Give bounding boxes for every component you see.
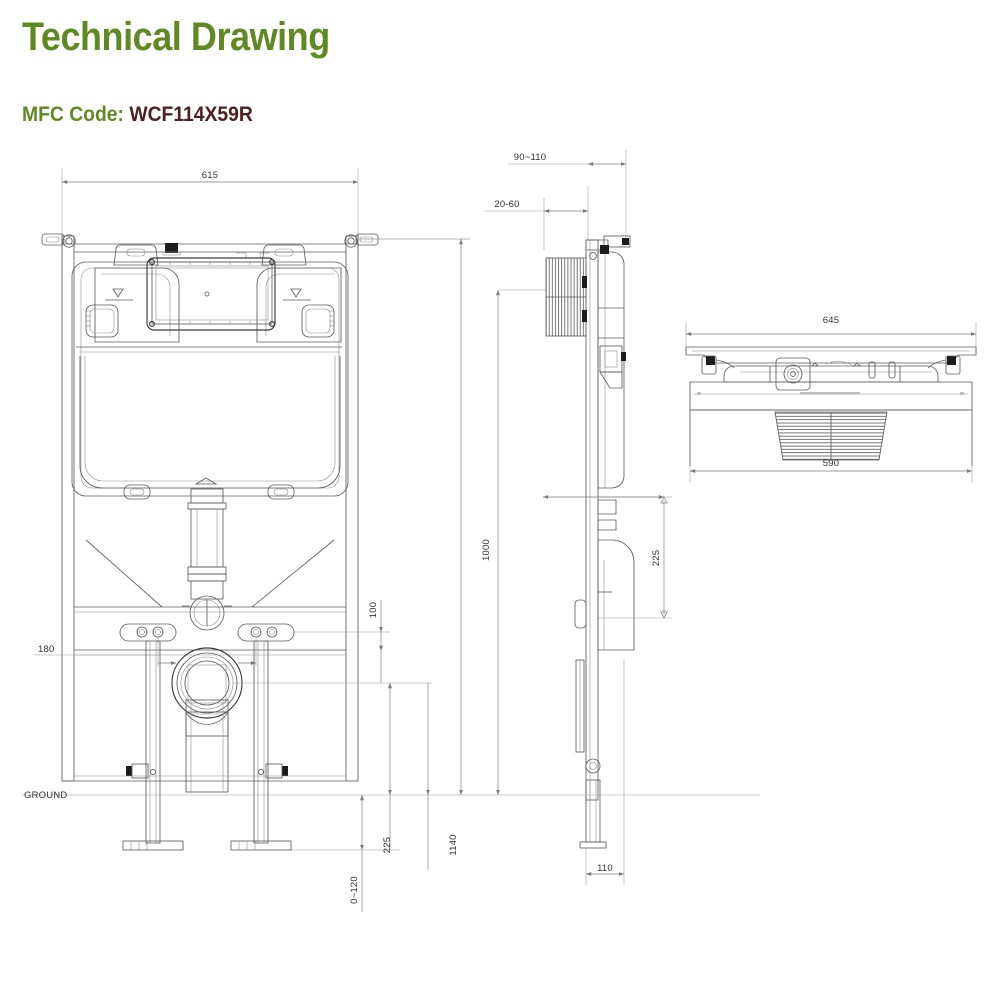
- waste-outlet: [171, 647, 243, 737]
- side-elevation-view: [484, 150, 672, 885]
- side-pad-left: [85, 304, 119, 338]
- cistern-top-bracket-right: [261, 244, 307, 266]
- dim-label-0-120: 0~120: [349, 876, 360, 904]
- cistern-base-foot-left: [123, 484, 151, 500]
- dimension-labels: 615 90~110 20-60 645 590 180 110 GROUND …: [24, 152, 839, 904]
- dim-label-180: 180: [38, 644, 54, 655]
- top-plan-view: [685, 322, 977, 482]
- flush-plate-opening: [146, 257, 276, 331]
- dim-label-615: 615: [202, 170, 218, 181]
- mfc-code-value: WCF114X59R: [129, 103, 253, 126]
- cistern-body: [71, 261, 349, 497]
- dim-label-110: 110: [597, 863, 613, 874]
- adjustable-leg-left: [122, 640, 184, 851]
- water-level-marker-right: [283, 288, 311, 301]
- mfc-code-label: MFC Code:: [22, 103, 124, 126]
- side-valve-block: [599, 345, 626, 389]
- flush-pipe-bellows: [545, 257, 587, 337]
- bolt-slot-plate-right: [237, 623, 295, 642]
- dim-label-1000: 1000: [481, 539, 492, 561]
- side-pad-right: [301, 304, 335, 338]
- wall-fixing-lug-left: [41, 233, 76, 248]
- side-waste-outlet: [574, 499, 635, 651]
- global-dimension-lines: [22, 238, 760, 912]
- dim-label-225-front: 225: [382, 837, 393, 853]
- wall-fixing-lug-right: [344, 233, 379, 248]
- ground-label: GROUND: [24, 790, 67, 801]
- side-adjustable-leg: [579, 758, 607, 849]
- dim-label-225-side: 225: [651, 550, 662, 566]
- cistern-top-bracket-left: [113, 244, 159, 266]
- water-inlet-connector: [165, 243, 178, 253]
- water-level-marker-left: [105, 288, 133, 301]
- dim-label-90-110: 90~110: [514, 152, 546, 163]
- page-title: Technical Drawing: [22, 15, 330, 59]
- cistern-base-foot-right: [267, 484, 295, 500]
- flush-pipe: [182, 488, 232, 631]
- dim-label-645: 645: [823, 315, 839, 326]
- mfc-code-line: MFC Code: WCF114X59R: [22, 102, 253, 128]
- plan-flush-bellows: [774, 411, 888, 461]
- adjustable-leg-right: [230, 640, 292, 851]
- bolt-slot-plate-left: [119, 623, 177, 642]
- plan-valve-housing: [775, 357, 811, 391]
- dim-label-590: 590: [823, 458, 839, 469]
- front-elevation-view: [34, 168, 470, 851]
- dim-label-20-60: 20-60: [494, 199, 519, 210]
- dim-label-100: 100: [368, 602, 379, 618]
- dim-label-1140: 1140: [448, 834, 459, 855]
